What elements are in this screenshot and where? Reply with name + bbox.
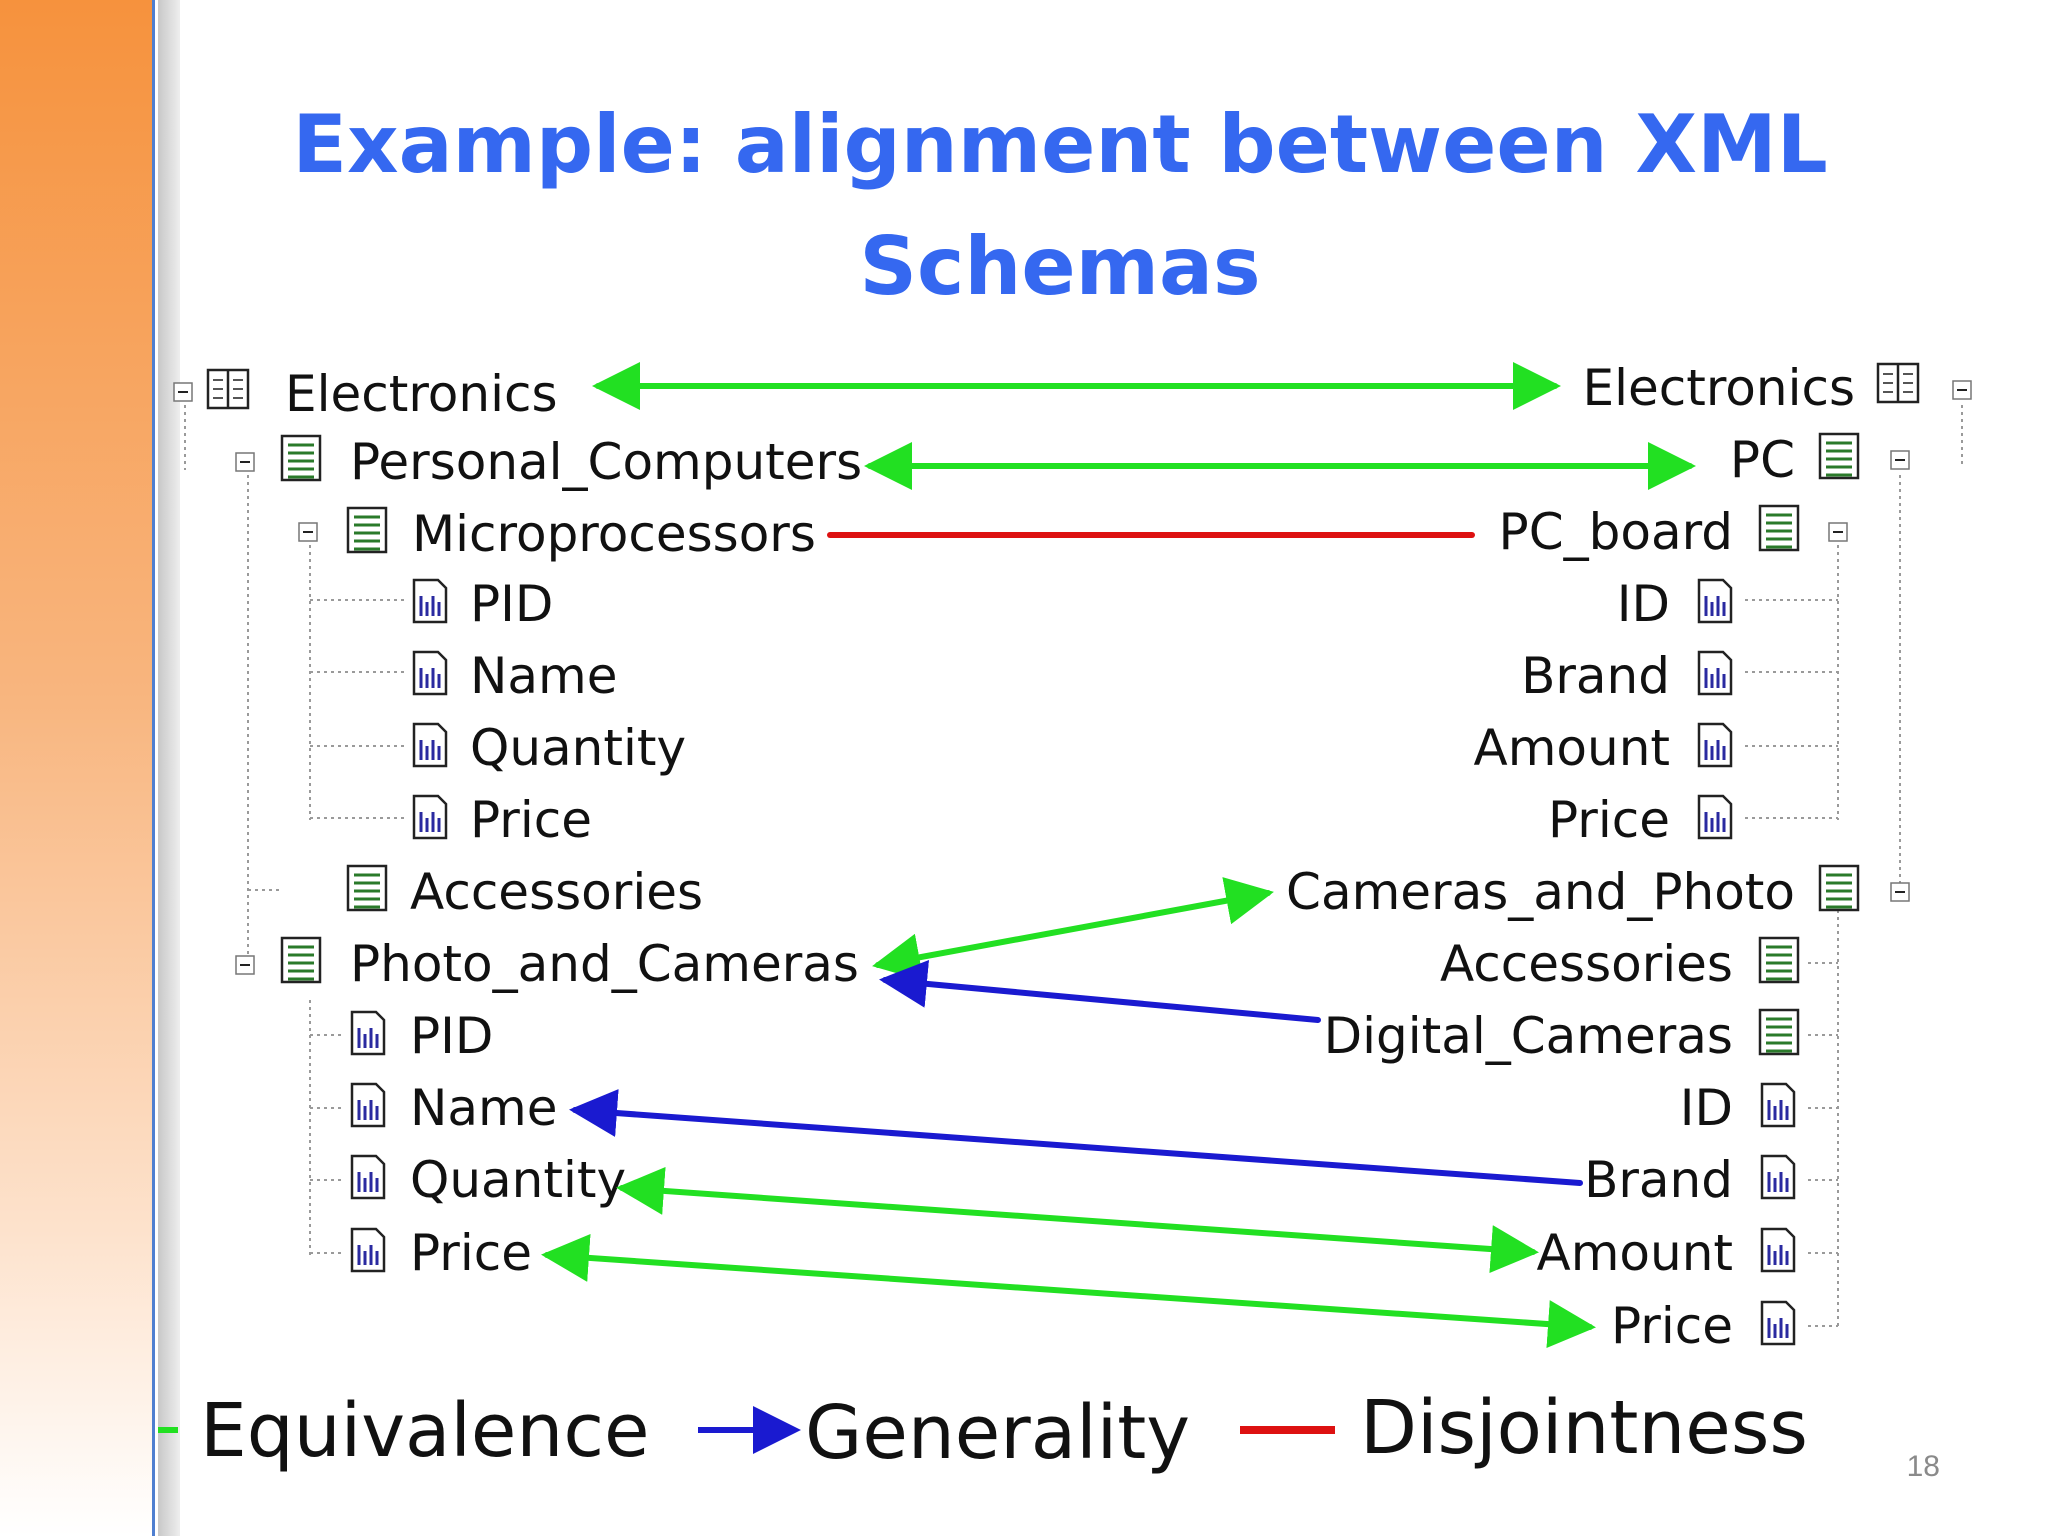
left-node-toggle[interactable] (235, 955, 255, 975)
slide-sidebar (0, 0, 155, 1536)
right-node-label: ID (1680, 1079, 1733, 1137)
attribute-icon (412, 722, 448, 768)
folder-doc-icon (280, 434, 322, 482)
left-node-label: Personal_Computers (350, 433, 862, 491)
attribute-icon (350, 1154, 386, 1200)
attribute-icon (1697, 722, 1733, 768)
folder-doc-icon (1818, 432, 1860, 480)
left-node-toggle[interactable] (235, 452, 255, 472)
right-node-label: Digital_Cameras (1324, 1007, 1733, 1065)
right-node-label: Price (1548, 791, 1670, 849)
left-schema-tree: ElectronicsPersonal_ComputersMicroproces… (173, 365, 862, 1282)
attribute-icon (1760, 1154, 1796, 1200)
left-node-label: Quantity (470, 719, 686, 777)
left-node-toggle[interactable] (173, 382, 193, 402)
equivalence-arrow (541, 1233, 1596, 1349)
left-node-label: PID (470, 575, 553, 633)
left-node-label: Name (410, 1079, 558, 1137)
generality-arrow (569, 1089, 1583, 1186)
attribute-icon (412, 578, 448, 624)
right-node-label: PC_board (1499, 503, 1733, 561)
folder-doc-icon (1758, 1008, 1800, 1056)
right-schema-tree: ElectronicsPCPC_boardIDBrandAmountPriceC… (1286, 359, 1972, 1355)
alignment-arrows (541, 362, 1696, 1349)
book-icon (1876, 362, 1920, 404)
attribute-icon (412, 650, 448, 696)
legend-generality-label: Generality (805, 1390, 1190, 1476)
right-node-label: Brand (1521, 647, 1670, 705)
book-icon (206, 368, 250, 410)
attribute-icon (1697, 794, 1733, 840)
right-node-label: Amount (1474, 719, 1670, 777)
folder-doc-icon (346, 864, 388, 912)
folder-doc-icon (1758, 936, 1800, 984)
left-tree-connectors (184, 405, 405, 1255)
legend: Equivalence Generality Disjointness (158, 1385, 1808, 1476)
right-node-label: Accessories (1440, 935, 1733, 993)
generality-arrow (879, 959, 1321, 1023)
attribute-icon (350, 1227, 386, 1273)
page-number: 18 (1906, 1450, 1940, 1483)
right-node-label: Cameras_and_Photo (1286, 863, 1795, 921)
left-node-label: Price (470, 791, 592, 849)
attribute-icon (350, 1082, 386, 1128)
right-node-label: Price (1611, 1297, 1733, 1355)
equivalence-arrow (616, 1167, 1539, 1273)
right-node-toggle[interactable] (1890, 882, 1910, 902)
attribute-icon (1760, 1227, 1796, 1273)
right-node-toggle[interactable] (1952, 380, 1972, 400)
right-node-toggle[interactable] (1828, 522, 1848, 542)
attribute-icon (1760, 1082, 1796, 1128)
legend-disjointness-label: Disjointness (1360, 1385, 1808, 1471)
attribute-icon (1697, 650, 1733, 696)
left-node-label: Quantity (410, 1151, 626, 1209)
right-node-label: PC (1730, 431, 1795, 489)
attribute-icon (1697, 578, 1733, 624)
left-node-label: Price (410, 1224, 532, 1282)
left-node-label: PID (410, 1007, 493, 1065)
legend-equivalence-label: Equivalence (200, 1388, 650, 1474)
right-node-label: Electronics (1582, 359, 1855, 417)
folder-doc-icon (346, 506, 388, 554)
slide-title: Example: alignment between XML Schemas (292, 98, 1828, 313)
folder-doc-icon (280, 936, 322, 984)
left-node-label: Electronics (285, 365, 558, 423)
right-node-label: Brand (1584, 1151, 1733, 1209)
left-node-toggle[interactable] (298, 522, 318, 542)
attribute-icon (1760, 1300, 1796, 1346)
folder-doc-icon (1818, 864, 1860, 912)
left-node-label: Accessories (410, 863, 703, 921)
left-node-label: Name (470, 647, 618, 705)
equivalence-arrow (872, 877, 1274, 981)
attribute-icon (350, 1010, 386, 1056)
right-node-label: ID (1617, 575, 1670, 633)
folder-doc-icon (1758, 504, 1800, 552)
right-tree-connectors (1745, 405, 1963, 1330)
left-node-label: Photo_and_Cameras (350, 935, 859, 993)
attribute-icon (412, 794, 448, 840)
right-node-toggle[interactable] (1890, 450, 1910, 470)
right-node-label: Amount (1537, 1224, 1733, 1282)
left-node-label: Microprocessors (412, 505, 816, 563)
